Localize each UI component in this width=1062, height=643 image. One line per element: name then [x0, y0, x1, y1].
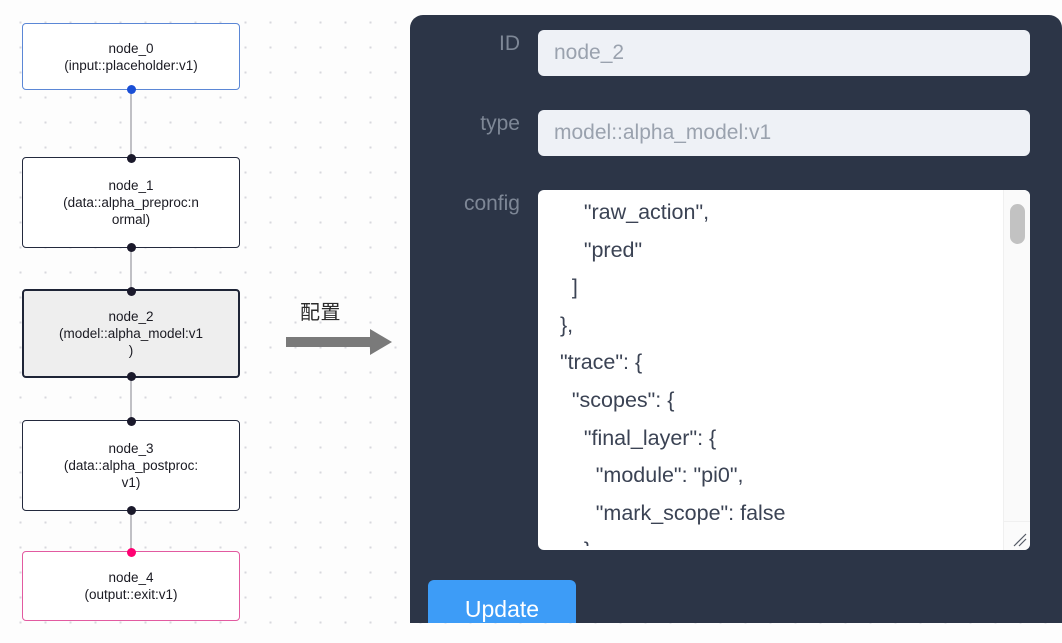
config-textarea-wrapper[interactable]: "raw_action", "pred" ] }, "trace": { "sc… [538, 190, 1030, 550]
node-subtitle: (data::alpha_preproc:n ormal) [63, 195, 199, 227]
field-row-config: config "raw_action", "pred" ] }, "trace"… [428, 190, 1030, 550]
flow-edges [130, 90, 132, 551]
node-handle-source[interactable] [126, 242, 136, 252]
node-handle-source[interactable] [126, 84, 136, 94]
node-title: node_2 [108, 309, 154, 324]
id-field-label: ID [499, 32, 520, 55]
flow-node-node_2[interactable]: node_2 (model::alpha_model:v1 ) [22, 286, 240, 381]
flow-node-node_3[interactable]: node_3 (data::alpha_postproc: v1) [22, 416, 240, 515]
node-title: node_1 [108, 178, 154, 193]
node-subtitle: (output::exit:v1) [84, 587, 178, 602]
config-scrollbar[interactable] [1003, 190, 1030, 522]
node-title: node_4 [108, 570, 154, 585]
config-scrollbar-thumb[interactable] [1010, 204, 1025, 244]
node-handle-source[interactable] [126, 505, 136, 515]
annotation-arrow-group: 配置 [286, 296, 398, 358]
node-config-panel: ID type config "raw_action", "pred" ] },… [410, 15, 1062, 623]
node-handle-target[interactable] [126, 547, 136, 557]
flow-node-node_4[interactable]: node_4 (output::exit:v1) [22, 547, 240, 621]
node-handle-target[interactable] [126, 286, 136, 296]
node-handle-source[interactable] [126, 371, 136, 381]
field-row-type: type [428, 110, 1030, 156]
flow-node-node_1[interactable]: node_1 (data::alpha_preproc:n ormal) [22, 153, 240, 252]
node-subtitle: (model::alpha_model:v1 ) [58, 326, 204, 358]
node-subtitle: (data::alpha_postproc: v1) [63, 458, 199, 490]
id-input[interactable] [538, 30, 1030, 76]
node-handle-target[interactable] [126, 416, 136, 426]
config-field-label: config [463, 192, 520, 215]
resize-grip-icon [1013, 533, 1027, 547]
node-handle-target[interactable] [126, 153, 136, 163]
annotation-label: 配置 [300, 300, 341, 324]
arrow-right-icon [286, 329, 392, 355]
node-title: node_3 [108, 441, 154, 456]
config-resize-corner[interactable] [1003, 521, 1030, 550]
update-button[interactable]: Update [428, 580, 576, 623]
field-row-id: ID [428, 30, 1030, 76]
node-title: node_0 [108, 40, 154, 56]
type-input[interactable] [538, 110, 1030, 156]
flow-node-node_0[interactable]: node_0 (input::placeholder:v1) [22, 23, 240, 94]
node-subtitle: (input::placeholder:v1) [64, 57, 198, 73]
config-textarea[interactable]: "raw_action", "pred" ] }, "trace": { "sc… [559, 200, 786, 546]
type-field-label: type [480, 112, 520, 135]
